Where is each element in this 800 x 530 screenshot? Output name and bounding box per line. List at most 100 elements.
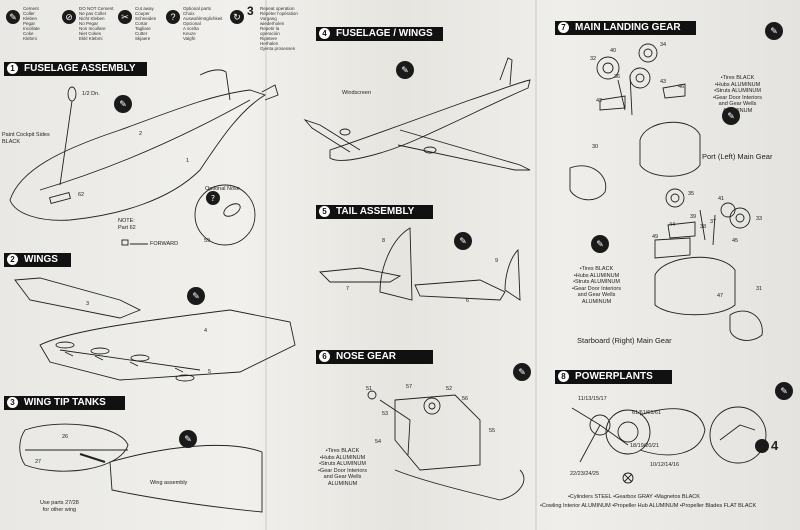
step-1-fuselage-drawing [9,69,279,246]
part-number: 8 [382,238,385,244]
svg-text:✎: ✎ [596,240,604,250]
part-number: 59 [204,238,210,244]
starboard-gear-color-note: •Tires BLACK •Hubs ALUMINUM •Struts ALUM… [572,266,621,305]
part-number: 54 [375,439,381,445]
fold-line [265,0,267,530]
label-note-part62: NOTE: Part 62 [118,218,136,231]
step-7-starboard-gear-drawing [654,188,763,341]
step-5-tail-drawing [319,227,521,301]
part-number: 36 [614,74,620,80]
repeat-count: 4 [771,438,779,453]
repeat-icon: ↻ [230,10,244,24]
step-7-port-gear-drawing [569,43,701,201]
question-icon: ? [166,10,180,24]
part-number: 2 [139,131,142,137]
svg-text:✎: ✎ [770,27,778,37]
label-part-group: 10/12/14/16 [650,462,680,468]
glue-icons [114,22,793,448]
step-2-wings-drawing [14,277,296,382]
step-6-nose-gear-drawing [367,390,525,501]
no-glue-icon: ⊘ [62,10,76,24]
powerplant-color-note: •Cowling Interior ALUMINUM •Propeller Hu… [540,503,757,509]
label-use-parts: Use parts 27/28 for other wing [40,500,79,513]
part-number: 41 [718,196,724,202]
powerplant-color-note: •Cylinders STEEL •Gearbox GRAY •Magnetos… [568,494,700,500]
glue-icon [114,95,132,113]
part-number: 57 [406,384,412,390]
label-windscreen: Windscreen [342,90,372,96]
glue-icon: ✎ [6,10,20,24]
part-number: 53 [382,411,388,417]
part-number: 62 [78,192,84,198]
label-optional-nose: Optional Nose [205,186,240,192]
symbol-legend: ✎ Cement Coller Kleben Pegar Incollate C… [6,4,306,60]
part-number: 27 [35,459,41,465]
part-number: 5 [208,369,211,375]
part-number: 47 [717,293,723,299]
svg-text:✎: ✎ [518,368,526,378]
label-forward: FORWARD [150,241,179,247]
part-number: 26 [62,434,68,440]
label-part-group: 18/19/20/21 [630,443,660,449]
label-half-down: 1/2 Dn. [82,91,100,97]
part-number: 46 [678,84,684,90]
part-number: 39 [690,214,696,220]
svg-text:✎: ✎ [459,237,467,247]
step-8-powerplant-drawing [571,406,767,484]
part-number: 35 [688,191,694,197]
part-number: 45 [732,238,738,244]
part-number: 1 [186,158,189,164]
part-number: 7 [346,286,349,292]
svg-text:✎: ✎ [780,387,788,397]
label-wing-assembly: Wing assembly [150,480,188,486]
part-number: 51 [366,386,372,392]
glue-icon [765,22,783,40]
part-number: 56 [462,396,468,402]
svg-text:✎: ✎ [184,435,192,445]
step-4-airplane-drawing [303,57,531,171]
part-number: 49 [652,234,658,240]
label-part-group: 11/13/15/17 [578,396,607,402]
nose-gear-color-note: •Tires BLACK •Hubs ALUMINUM •Struts ALUM… [318,448,367,487]
glue-icon [454,232,472,250]
part-number: 4 [204,328,207,334]
svg-text:?: ? [211,194,215,203]
svg-text:✎: ✎ [401,66,409,76]
part-number: 6 [466,298,469,304]
part-number: 34 [660,42,666,48]
part-number: 38 [700,224,706,230]
glue-icon [396,61,414,79]
part-number: 52 [446,386,452,392]
svg-text:✎: ✎ [192,292,200,302]
part-number: 44 [669,222,675,228]
glue-icon [513,363,531,381]
label-starboard-main-gear: Starboard (Right) Main Gear [577,336,672,345]
glue-icon [591,235,609,253]
part-number: 55 [489,428,495,434]
fold-line [535,0,537,530]
label-paint-cockpit: Paint Cockpit Sides BLACK [2,132,50,145]
part-number: 37 [710,219,716,225]
repeat-count: 3 [247,4,254,18]
part-number: 9 [495,258,498,264]
part-number: 30 [592,144,598,150]
svg-text:✎: ✎ [119,100,127,110]
question-icon [206,191,220,205]
label-part-group: 61/61/61/61 [632,410,662,416]
part-number: 43 [660,79,666,85]
glue-icon [775,382,793,400]
repeat-icon [755,439,769,453]
label-port-main-gear: Port (Left) Main Gear [702,152,773,161]
cut-icon: ✂ [118,10,132,24]
label-part-group: 22/23/24/25 [570,471,600,477]
